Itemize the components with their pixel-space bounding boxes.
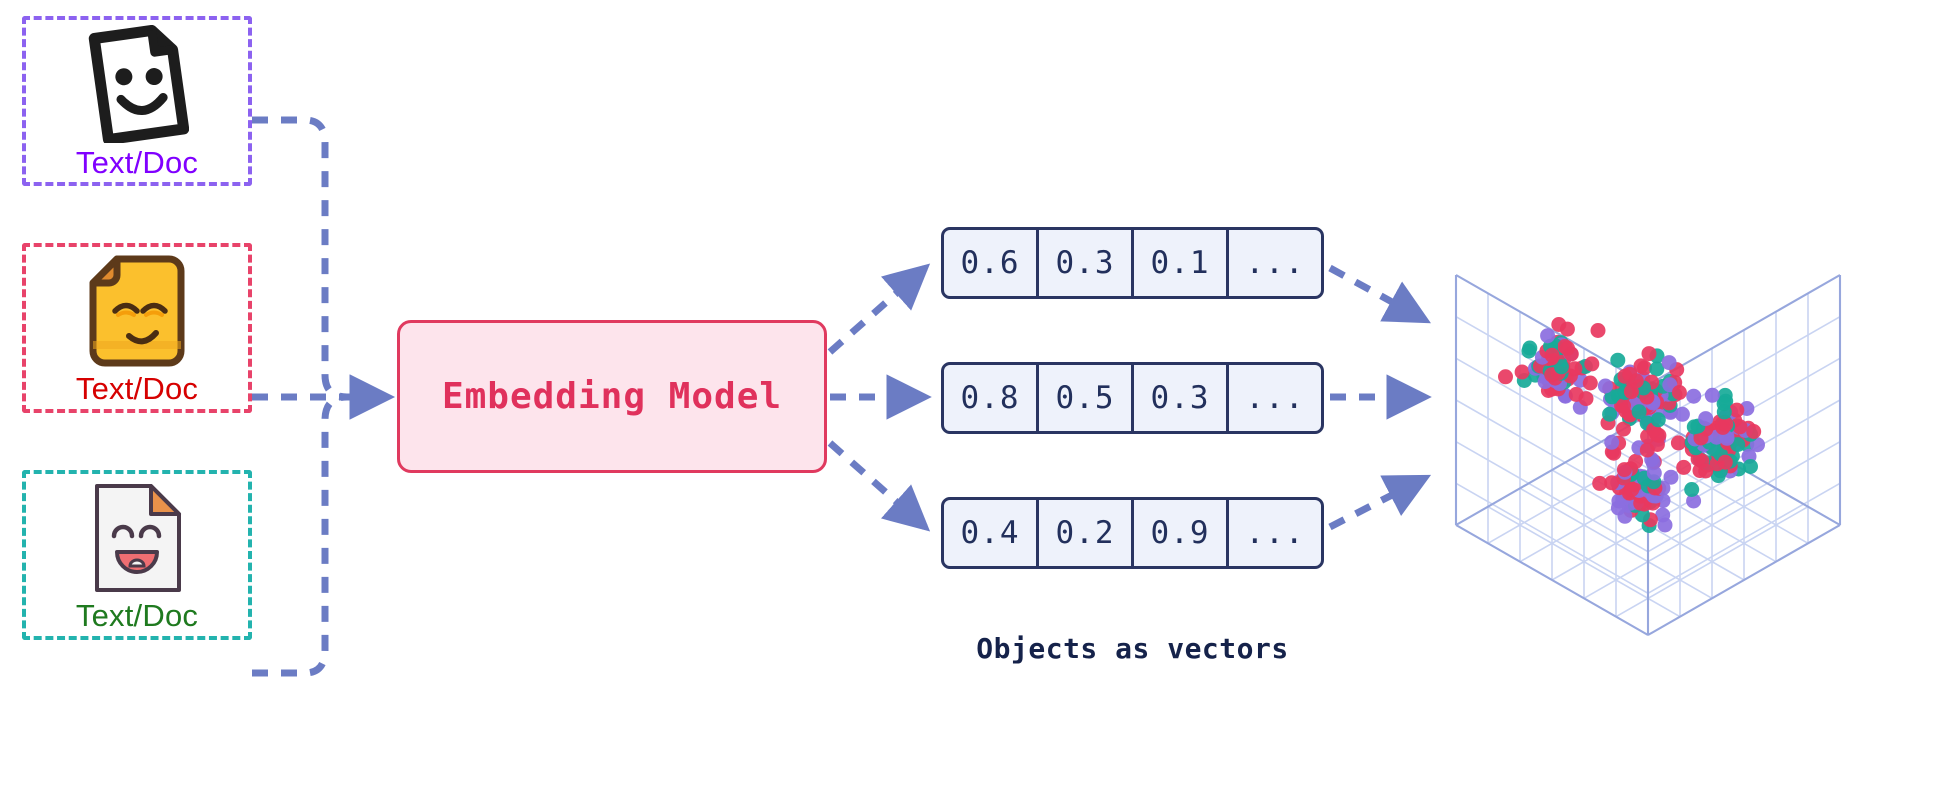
source-card-label-1: Text/Doc — [75, 144, 199, 180]
vector-cell: 0.8 — [944, 365, 1039, 431]
cube-edges — [1454, 274, 1842, 636]
vector-row[interactable]: 0.8 0.5 0.3 ... — [941, 362, 1324, 434]
vector-cell-ellipsis: ... — [1245, 380, 1305, 416]
vector-cell: 0.3 — [1134, 365, 1229, 431]
embedding-model-box[interactable]: Embedding Model — [397, 320, 827, 473]
laughing-document-icon — [95, 483, 181, 592]
source-card-text-doc-1[interactable]: Text/Doc — [22, 16, 252, 186]
embedding-model-label: Embedding Model — [441, 376, 783, 417]
vector-cell-ellipsis: ... — [1245, 515, 1305, 551]
source-card-text-doc-2[interactable]: Text/Doc — [22, 243, 252, 413]
vector-cell: 0.2 — [1039, 500, 1134, 566]
vector-row[interactable]: 0.4 0.2 0.9 ... — [941, 497, 1324, 569]
vector-cell-ellipsis: ... — [1245, 245, 1305, 281]
source-card-label-3: Text/Doc — [75, 597, 199, 633]
smiley-document-icon — [88, 24, 189, 143]
vector-cell: 0.5 — [1039, 365, 1134, 431]
vector-cell: 0.6 — [944, 230, 1039, 296]
vector-cell: 0.3 — [1039, 230, 1134, 296]
source-card-label-2: Text/Doc — [75, 370, 199, 406]
scatter-points — [1498, 317, 1765, 533]
source-card-text-doc-3[interactable]: Text/Doc — [22, 470, 252, 640]
vector-cell: 0.1 — [1134, 230, 1229, 296]
vector-cell: 0.4 — [944, 500, 1039, 566]
cube-grid — [1455, 274, 1841, 636]
vector-row[interactable]: 0.6 0.3 0.1 ... — [941, 227, 1324, 299]
vector-cell: 0.9 — [1134, 500, 1229, 566]
smirking-document-icon — [89, 255, 185, 366]
vectors-caption: Objects as vectors — [976, 632, 1289, 665]
